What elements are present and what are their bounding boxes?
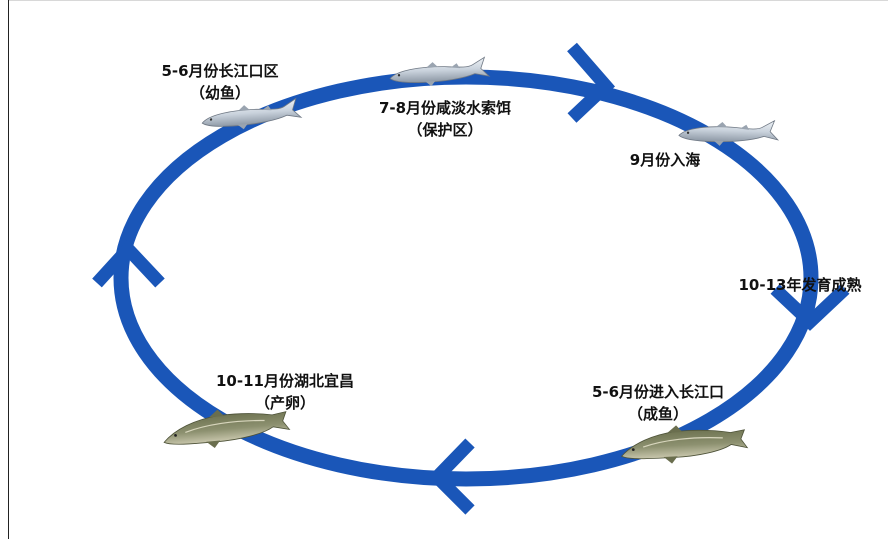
stage-return-time: 5-6月份进入长江口 xyxy=(591,383,725,401)
stage-label-spawning: 10-11月份湖北宜昌 （产卵） xyxy=(185,370,385,414)
frame-left-border xyxy=(8,0,9,539)
stage-juvenile-time: 5-6月份长江口区 xyxy=(161,62,279,80)
stage-label-sea: 9月份入海 xyxy=(610,149,720,171)
arrow-left-icon xyxy=(92,239,165,288)
arrow-bottom-icon xyxy=(427,438,475,515)
stage-label-juvenile: 5-6月份长江口区 （幼鱼） xyxy=(140,60,300,104)
stage-label-feeding: 7-8月份咸淡水索饵 （保护区） xyxy=(340,97,550,141)
stage-label-return: 5-6月份进入长江口 （成鱼） xyxy=(558,381,758,425)
arrow-right-icon xyxy=(770,284,850,331)
stage-feeding-note: （保护区） xyxy=(407,121,483,139)
stage-label-maturation: 10-13年发育成熟 xyxy=(720,274,880,296)
stage-feeding-time: 7-8月份咸淡水索饵 xyxy=(378,99,512,117)
stage-spawning-time: 10-11月份湖北宜昌 xyxy=(216,372,354,390)
arrow-top-right-icon xyxy=(567,42,616,123)
stage-return-note: （成鱼） xyxy=(627,405,688,423)
stage-juvenile-note: （幼鱼） xyxy=(189,84,250,102)
stage-sea-time: 9月份入海 xyxy=(629,151,701,169)
stage-spawning-note: （产卵） xyxy=(254,394,315,412)
frame-top-border xyxy=(8,0,888,1)
stage-maturation-time: 10-13年发育成熟 xyxy=(738,276,862,294)
